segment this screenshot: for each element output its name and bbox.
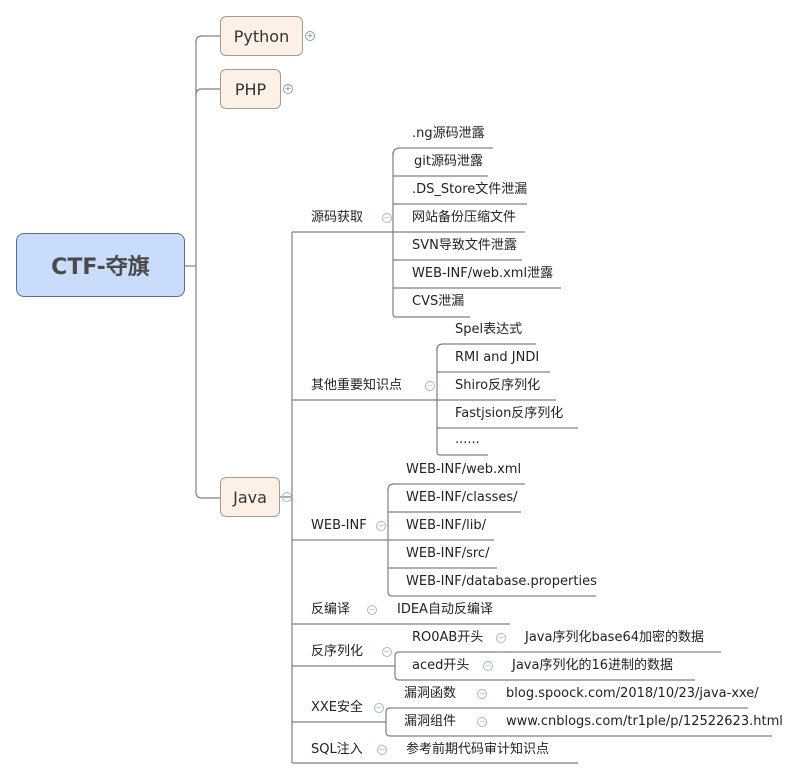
xxe-link[interactable]: www.cnblogs.com/tr1ple/p/12522623.html — [506, 714, 783, 729]
web-inf-item[interactable]: WEB-INF/database.properties — [406, 574, 597, 589]
web-inf-item[interactable]: WEB-INF/src/ — [406, 546, 490, 561]
sql-item[interactable]: 参考前期代码审计知识点 — [406, 742, 550, 757]
expand-php-icon[interactable]: + — [283, 84, 293, 94]
xxe-item-function[interactable]: 漏洞函数 — [404, 686, 457, 701]
knowledge-item[interactable]: ...... — [455, 432, 480, 447]
collapse-other-knowledge-icon[interactable]: − — [425, 381, 435, 391]
collapse-decompile-icon[interactable]: − — [367, 605, 377, 615]
deserialize-item-aced[interactable]: aced开头 — [412, 658, 470, 673]
web-inf-item[interactable]: WEB-INF/lib/ — [406, 518, 486, 533]
topic-php[interactable]: PHP — [220, 69, 281, 109]
collapse-xxe-icon[interactable]: − — [374, 703, 384, 713]
knowledge-item[interactable]: Shiro反序列化 — [455, 378, 541, 393]
web-inf-item[interactable]: WEB-INF/classes/ — [406, 490, 518, 505]
web-inf-item[interactable]: WEB-INF/web.xml — [406, 462, 522, 477]
subtopic-web-inf[interactable]: WEB-INF — [311, 518, 367, 533]
collapse-web-inf-icon[interactable]: − — [376, 521, 386, 531]
subtopic-deserialize[interactable]: 反序列化 — [311, 644, 364, 659]
knowledge-item[interactable]: RMI and JNDI — [455, 350, 540, 365]
root-topic-label: CTF-夺旗 — [51, 255, 150, 280]
subtopic-source-code[interactable]: 源码获取 — [311, 210, 364, 225]
deserialize-item-roab[interactable]: RO0AB开头 — [412, 630, 484, 645]
xxe-item-component[interactable]: 漏洞组件 — [404, 714, 457, 729]
source-item[interactable]: .ng源码泄露 — [412, 126, 485, 141]
knowledge-item[interactable]: Fastjsion反序列化 — [455, 406, 564, 421]
topic-java-label: Java — [233, 487, 267, 507]
collapse-source-code-icon[interactable]: − — [382, 213, 392, 223]
subtopic-xxe[interactable]: XXE安全 — [311, 700, 364, 715]
collapse-java-icon[interactable]: − — [282, 492, 292, 502]
collapse-aced-icon[interactable]: − — [483, 661, 493, 671]
expand-python-icon[interactable]: + — [305, 31, 315, 41]
collapse-xxe-component-icon[interactable]: − — [477, 717, 487, 727]
source-item[interactable]: SVN导致文件泄露 — [412, 238, 517, 253]
collapse-xxe-function-icon[interactable]: − — [477, 689, 487, 699]
topic-python-label: Python — [233, 26, 290, 46]
topic-python[interactable]: Python — [220, 16, 303, 56]
collapse-deserialize-icon[interactable]: − — [382, 647, 392, 657]
xxe-link[interactable]: blog.spoock.com/2018/10/23/java-xxe/ — [506, 686, 759, 701]
knowledge-item[interactable]: Spel表达式 — [455, 322, 523, 337]
deserialize-detail[interactable]: Java序列化的16进制的数据 — [512, 658, 674, 673]
source-item[interactable]: CVS泄漏 — [412, 294, 465, 309]
collapse-roab-icon[interactable]: − — [496, 633, 506, 643]
source-item[interactable]: .DS_Store文件泄漏 — [412, 182, 528, 197]
source-item[interactable]: 网站备份压缩文件 — [412, 210, 517, 225]
source-item[interactable]: git源码泄露 — [414, 154, 483, 169]
topic-php-label: PHP — [234, 79, 267, 99]
subtopic-other-knowledge[interactable]: 其他重要知识点 — [311, 378, 403, 393]
deserialize-detail[interactable]: Java序列化base64加密的数据 — [525, 630, 704, 645]
source-item[interactable]: WEB-INF/web.xml泄露 — [412, 266, 554, 281]
root-topic[interactable]: CTF-夺旗 — [16, 233, 185, 297]
decompile-item[interactable]: IDEA自动反编译 — [397, 602, 493, 617]
subtopic-decompile[interactable]: 反编译 — [311, 602, 351, 617]
collapse-sql-icon[interactable]: − — [377, 745, 387, 755]
topic-java[interactable]: Java — [220, 477, 280, 517]
subtopic-sql[interactable]: SQL注入 — [311, 742, 363, 757]
